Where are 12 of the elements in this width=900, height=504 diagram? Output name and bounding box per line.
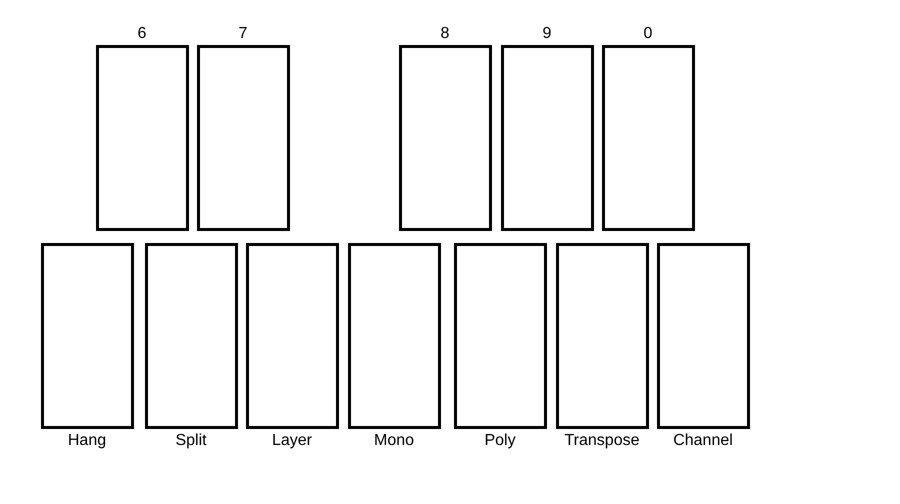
key-label: 9	[542, 25, 552, 43]
key-label: 7	[238, 25, 248, 43]
key-label: Layer	[272, 432, 312, 450]
key-label: Poly	[484, 432, 516, 450]
key-label: 8	[440, 25, 450, 43]
key-label: Hang	[68, 432, 106, 450]
key-label: Channel	[673, 432, 733, 450]
key-label: Mono	[374, 432, 414, 450]
key-label: Transpose	[564, 432, 640, 450]
key-label: 6	[138, 25, 146, 43]
key-label: 0	[644, 25, 652, 43]
key-label: Split	[175, 432, 207, 450]
